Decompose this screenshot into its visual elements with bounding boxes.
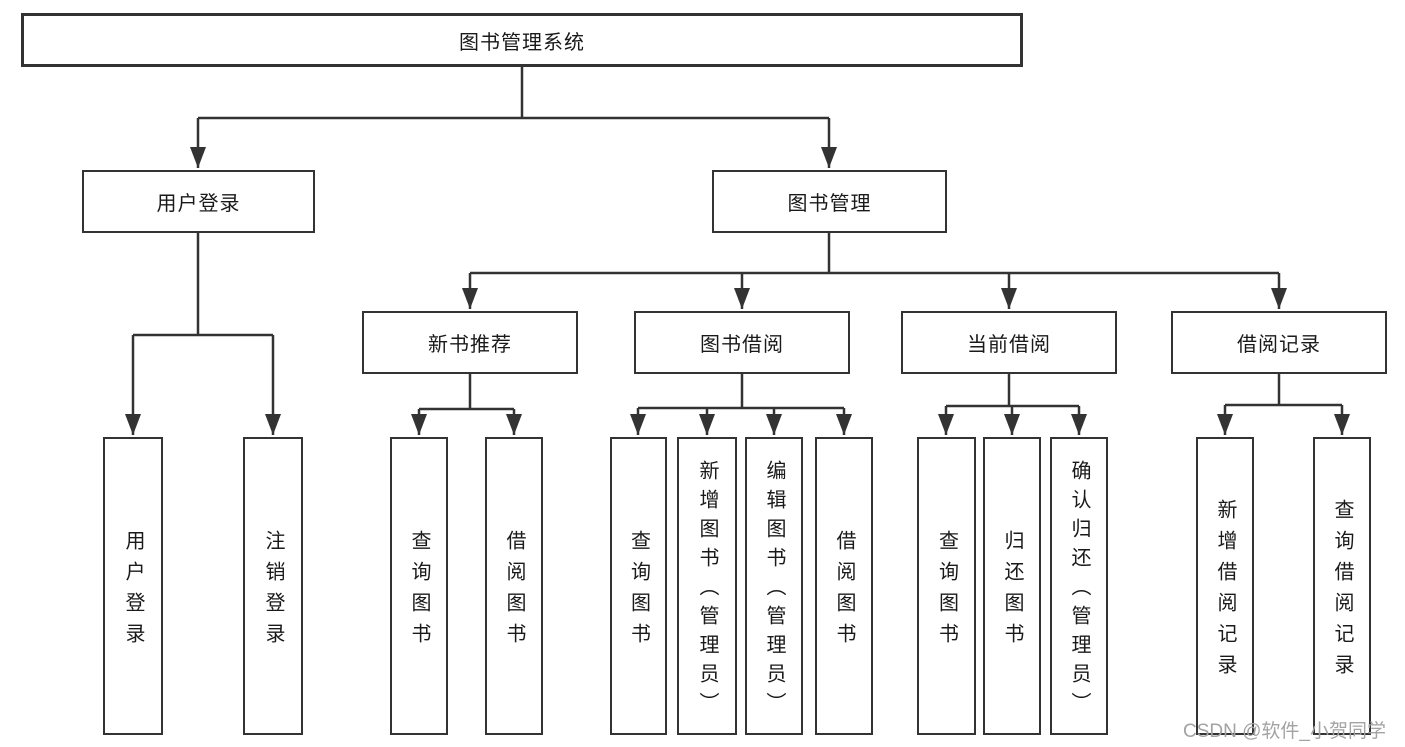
node-new-book-recommend: 新书推荐: [362, 311, 578, 374]
node-logout: 注销登录: [243, 437, 303, 735]
node-label: 图书管理: [787, 193, 872, 215]
node-add-books-admin: 新增图书（管理员）: [677, 437, 737, 735]
node-label: 图书管理系统: [459, 31, 585, 54]
node-current-borrowing: 当前借阅: [901, 311, 1117, 374]
node-book-management: 图书管理: [712, 170, 947, 233]
connector-book-borrow-children: [630, 374, 852, 435]
node-edit-books-admin: 编辑图书（管理员）: [745, 437, 803, 735]
connector-root-to-level2: [190, 67, 837, 168]
node-user-login: 用户登录: [103, 437, 163, 735]
node-borrow-books-2: 借阅图书: [815, 437, 873, 735]
node-query-borrow-record: 查询借阅记录: [1313, 437, 1371, 735]
node-query-books-3: 查询图书: [917, 437, 976, 735]
node-label: 借阅记录: [1237, 334, 1321, 356]
node-label: 确认归还（管理员）: [1068, 460, 1090, 721]
connector-new-book-children: [411, 374, 522, 435]
node-query-books-1: 查询图书: [390, 437, 448, 735]
connector-current-borrow-children: [938, 374, 1087, 435]
node-label: 归还图书: [1001, 529, 1023, 654]
csdn-watermark: CSDN @软件_小贺同学: [1183, 721, 1386, 742]
node-label: 查询借阅记录: [1331, 498, 1353, 685]
node-label: 查询图书: [627, 529, 650, 654]
node-label: 新书推荐: [428, 334, 512, 356]
node-label: 查询图书: [408, 529, 430, 654]
node-library-system: 图书管理系统: [21, 13, 1023, 67]
node-label: 注销登录: [262, 529, 284, 654]
node-label: 图书借阅: [700, 334, 784, 356]
node-add-borrow-record: 新增借阅记录: [1196, 437, 1254, 735]
connector-user-login-children: [125, 233, 281, 435]
node-label: 新增借阅记录: [1214, 498, 1236, 685]
node-return-books: 归还图书: [983, 437, 1041, 735]
node-label: 查询图书: [935, 529, 958, 654]
connector-borrow-record-children: [1217, 374, 1350, 435]
node-user-login-group: 用户登录: [82, 170, 315, 233]
connector-book-mgmt-to-level3: [462, 233, 1287, 309]
node-confirm-return-admin: 确认归还（管理员）: [1050, 437, 1108, 735]
node-label: 用户登录: [156, 193, 241, 215]
node-label: 当前借阅: [967, 334, 1051, 356]
node-label: 借阅图书: [833, 529, 855, 654]
node-label: 借阅图书: [503, 529, 525, 654]
node-borrowing-records: 借阅记录: [1171, 311, 1387, 374]
node-book-borrowing: 图书借阅: [634, 311, 850, 374]
node-label: 新增图书（管理员）: [696, 460, 718, 721]
node-label: 编辑图书（管理员）: [763, 460, 785, 721]
node-label: 用户登录: [122, 529, 144, 654]
node-query-books-2: 查询图书: [610, 437, 667, 735]
node-borrow-books-1: 借阅图书: [485, 437, 543, 735]
